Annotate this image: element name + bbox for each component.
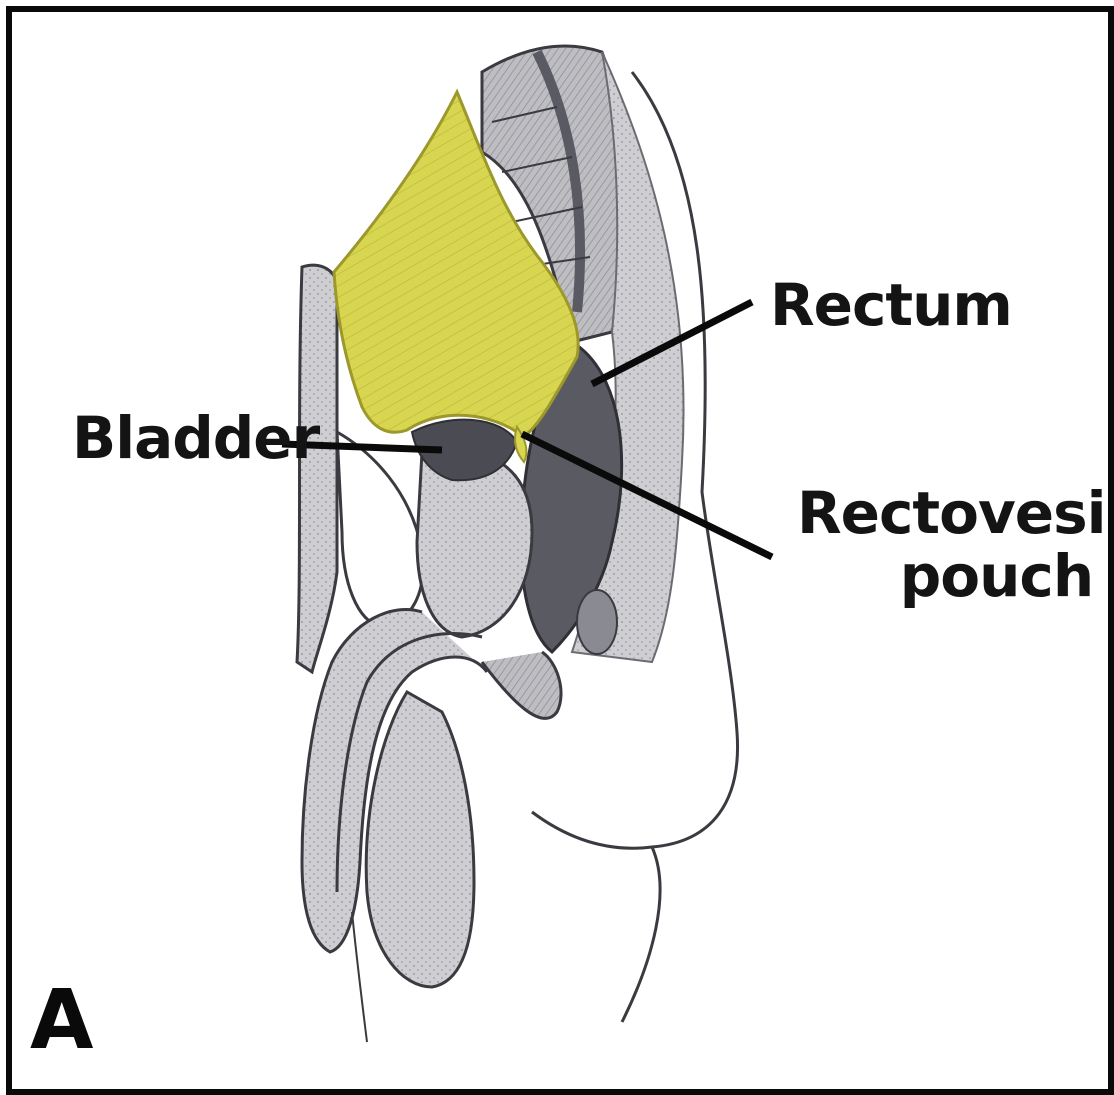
bladder-label: Bladder <box>72 407 319 470</box>
rectal-fold <box>577 590 617 654</box>
pubic-region <box>337 432 423 627</box>
pouch-label-line2: pouch <box>797 545 1114 608</box>
perineum <box>482 652 561 718</box>
pouch-label-line1: Rectovesical <box>797 482 1114 545</box>
figure-frame: Rectum Bladder Rectovesical pouch A <box>6 6 1114 1095</box>
scrotum <box>366 692 474 987</box>
rectum-label: Rectum <box>770 274 1012 337</box>
panel-letter: A <box>30 980 93 1062</box>
buttock-outline <box>532 812 660 1022</box>
rectovesical-pouch-label: Rectovesical pouch <box>797 482 1114 607</box>
thigh-outline <box>352 912 367 1042</box>
